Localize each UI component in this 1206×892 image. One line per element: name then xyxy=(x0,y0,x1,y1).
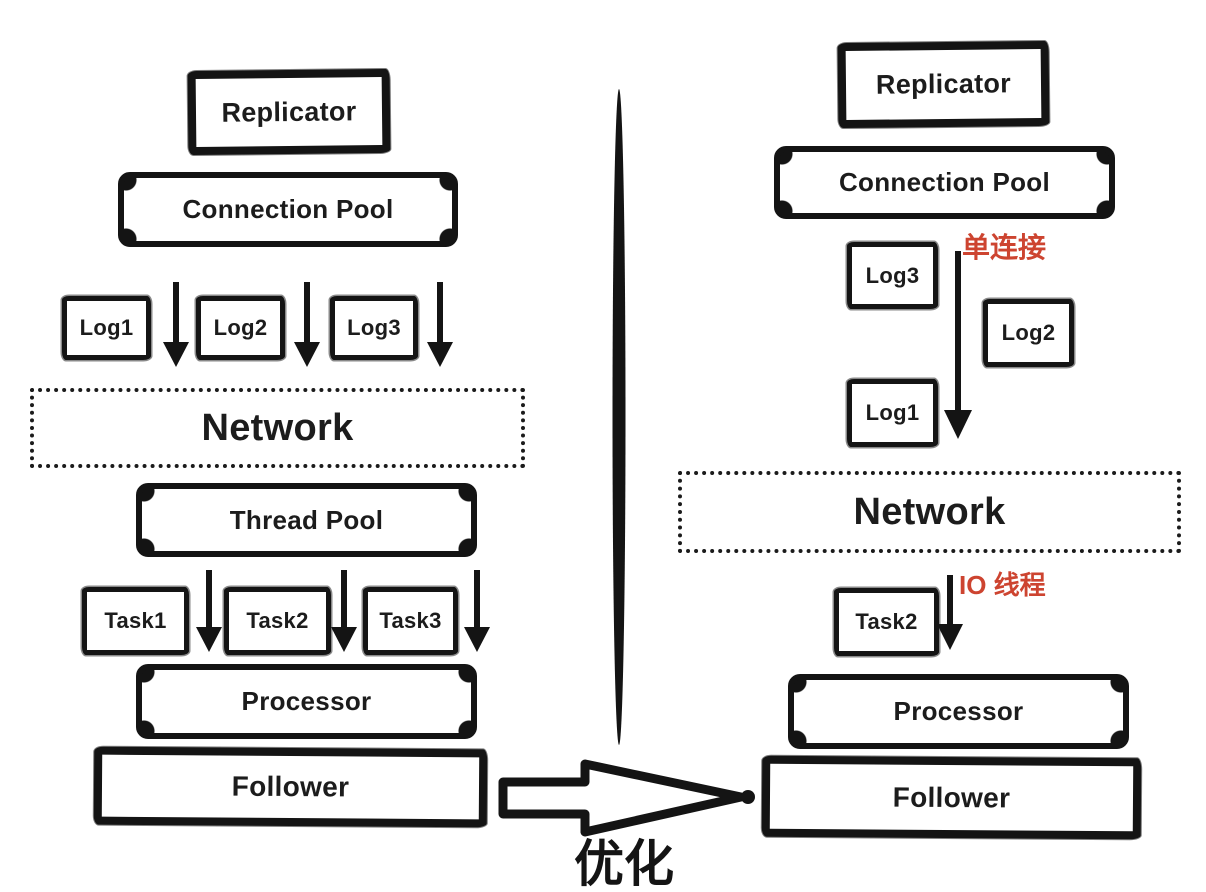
left-follower-label: Follower xyxy=(231,770,350,803)
left-replicator-label: Replicator xyxy=(221,95,357,128)
io-thread-annotation: IO 线程 xyxy=(959,570,1046,600)
right-log1-box: Log1 xyxy=(847,379,938,447)
left-log3-down-arrow-icon xyxy=(427,282,453,367)
left-processor-box: Processor xyxy=(136,664,477,739)
right-follower-label: Follower xyxy=(892,781,1011,813)
left-task3-label: Task3 xyxy=(379,608,442,633)
left-task2-box: Task2 xyxy=(224,587,331,655)
left-task3-box: Task3 xyxy=(363,587,458,655)
left-log1-down-arrow-icon xyxy=(163,282,189,367)
optimize-arrow-label: 优化 xyxy=(574,836,674,892)
left-log1-label: Log1 xyxy=(79,315,134,340)
left-log2-label: Log2 xyxy=(213,315,268,340)
left-thread-pool-label: Thread Pool xyxy=(229,504,384,535)
left-connection-pool-label: Connection Pool xyxy=(182,194,394,224)
right-connection-pool-box: Connection Pool xyxy=(774,146,1115,219)
right-replicator-label: Replicator xyxy=(875,68,1012,100)
right-log3-box: Log3 xyxy=(847,242,938,309)
right-log2-label: Log2 xyxy=(1001,320,1056,345)
right-processor-label: Processor xyxy=(893,696,1024,726)
left-task1-box: Task1 xyxy=(82,587,189,655)
left-task2-label: Task2 xyxy=(246,608,309,633)
left-log2-box: Log2 xyxy=(196,296,285,360)
left-connection-pool-box: Connection Pool xyxy=(118,172,458,247)
left-follower-box: Follower xyxy=(93,746,488,828)
single-connection-annotation: 单连接 xyxy=(962,232,1047,263)
left-network-zone: Network xyxy=(30,388,525,468)
left-log3-label: Log3 xyxy=(347,315,401,340)
left-network-label: Network xyxy=(201,406,354,449)
left-replicator-box: Replicator xyxy=(187,68,391,156)
left-log1-box: Log1 xyxy=(62,296,151,360)
divider-line xyxy=(612,89,626,745)
right-task2-label: Task2 xyxy=(855,609,918,634)
left-log2-down-arrow-icon xyxy=(294,282,320,367)
right-task2-box: Task2 xyxy=(834,588,939,656)
left-log3-box: Log3 xyxy=(330,296,418,360)
left-processor-label: Processor xyxy=(241,686,372,716)
right-single-connection-down-arrow-icon xyxy=(944,251,972,439)
right-log3-label: Log3 xyxy=(865,262,920,288)
optimize-arrow-icon xyxy=(498,759,755,837)
right-follower-box: Follower xyxy=(761,755,1142,840)
left-task1-down-arrow-icon xyxy=(196,570,222,652)
right-network-zone: Network xyxy=(678,471,1181,553)
right-connection-pool-label: Connection Pool xyxy=(838,167,1051,197)
right-replicator-box: Replicator xyxy=(837,40,1050,129)
left-task3-down-arrow-icon xyxy=(464,570,490,652)
right-io-thread-down-arrow-icon xyxy=(937,575,963,650)
right-processor-box: Processor xyxy=(788,674,1129,749)
right-log1-label: Log1 xyxy=(865,400,920,425)
right-log2-box: Log2 xyxy=(983,299,1074,367)
left-task1-label: Task1 xyxy=(104,608,167,633)
right-network-label: Network xyxy=(853,490,1006,533)
left-thread-pool-box: Thread Pool xyxy=(136,483,477,557)
left-task2-down-arrow-icon xyxy=(331,570,357,652)
